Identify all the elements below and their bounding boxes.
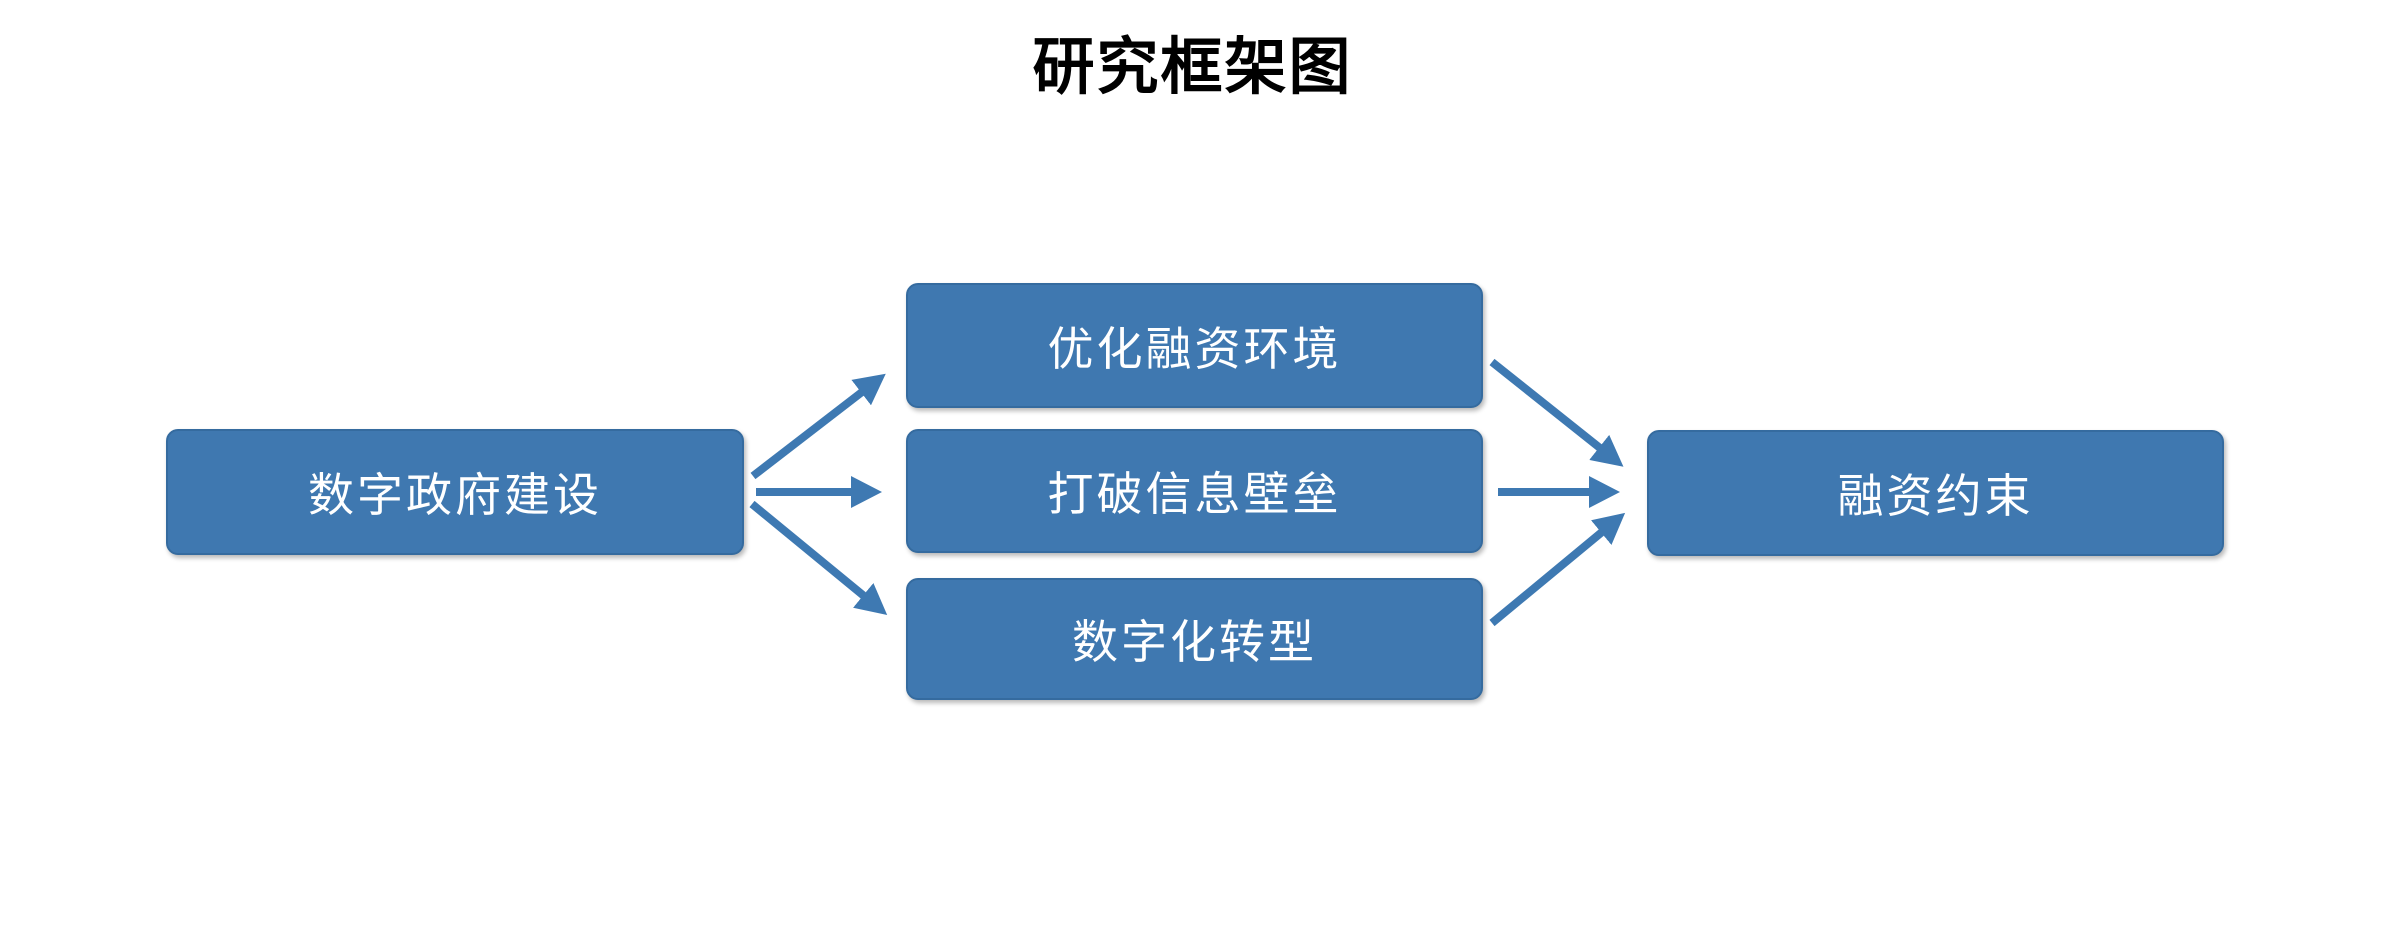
node-optimize-financing-environment: 优化融资环境 [906, 283, 1483, 408]
arrow-mediator-3-to-outcome [1489, 512, 1626, 627]
arrow-mediator-1-to-outcome [1489, 358, 1624, 467]
node-digital-transformation: 数字化转型 [906, 578, 1483, 700]
arrow-source-to-mediator-1 [750, 373, 886, 480]
node-label: 数字政府建设 [308, 469, 602, 521]
node-digital-government-construction: 数字政府建设 [166, 429, 744, 555]
node-label: 打破信息壁垒 [1047, 468, 1342, 520]
node-label: 优化融资环境 [1047, 322, 1342, 375]
node-label: 融资约束 [1837, 470, 2034, 522]
arrow-source-to-mediator-3 [749, 500, 888, 616]
node-label: 数字化转型 [1072, 616, 1317, 668]
diagram-title: 研究框架图 [1032, 33, 1353, 102]
node-financing-constraints: 融资约束 [1647, 430, 2224, 556]
node-break-information-barriers: 打破信息壁垒 [906, 429, 1483, 553]
